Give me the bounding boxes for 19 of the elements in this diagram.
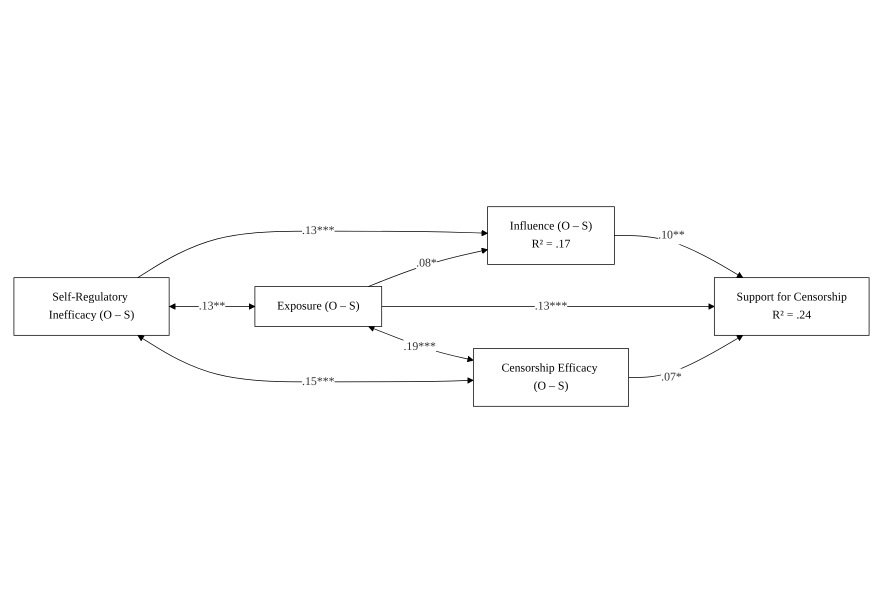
node-box: Censorship Efficacy (O – S) <box>473 348 629 407</box>
arrow <box>138 335 474 384</box>
edge-label: .13*** <box>534 300 568 312</box>
arrow <box>628 335 744 378</box>
edge-label: .08* <box>416 256 437 270</box>
edge-label: .15*** <box>302 375 335 388</box>
arrow <box>368 248 488 287</box>
node-box: Self-Regulatory Inefficacy (O – S) <box>14 277 170 336</box>
edge-label: .10** <box>658 228 685 242</box>
edge-label: .13*** <box>302 224 335 238</box>
edge-label: .13** <box>198 300 226 312</box>
arrow <box>368 326 474 362</box>
edge-label: .19*** <box>403 340 436 353</box>
node-box: Influence (O – S) R² = .17 <box>487 206 615 265</box>
node-box: Support for Censorship R² = .24 <box>714 277 870 336</box>
edge-label: .07* <box>661 370 682 384</box>
arrow <box>381 303 715 310</box>
node-box: Exposure (O – S) <box>254 286 382 327</box>
arrow <box>137 230 488 278</box>
